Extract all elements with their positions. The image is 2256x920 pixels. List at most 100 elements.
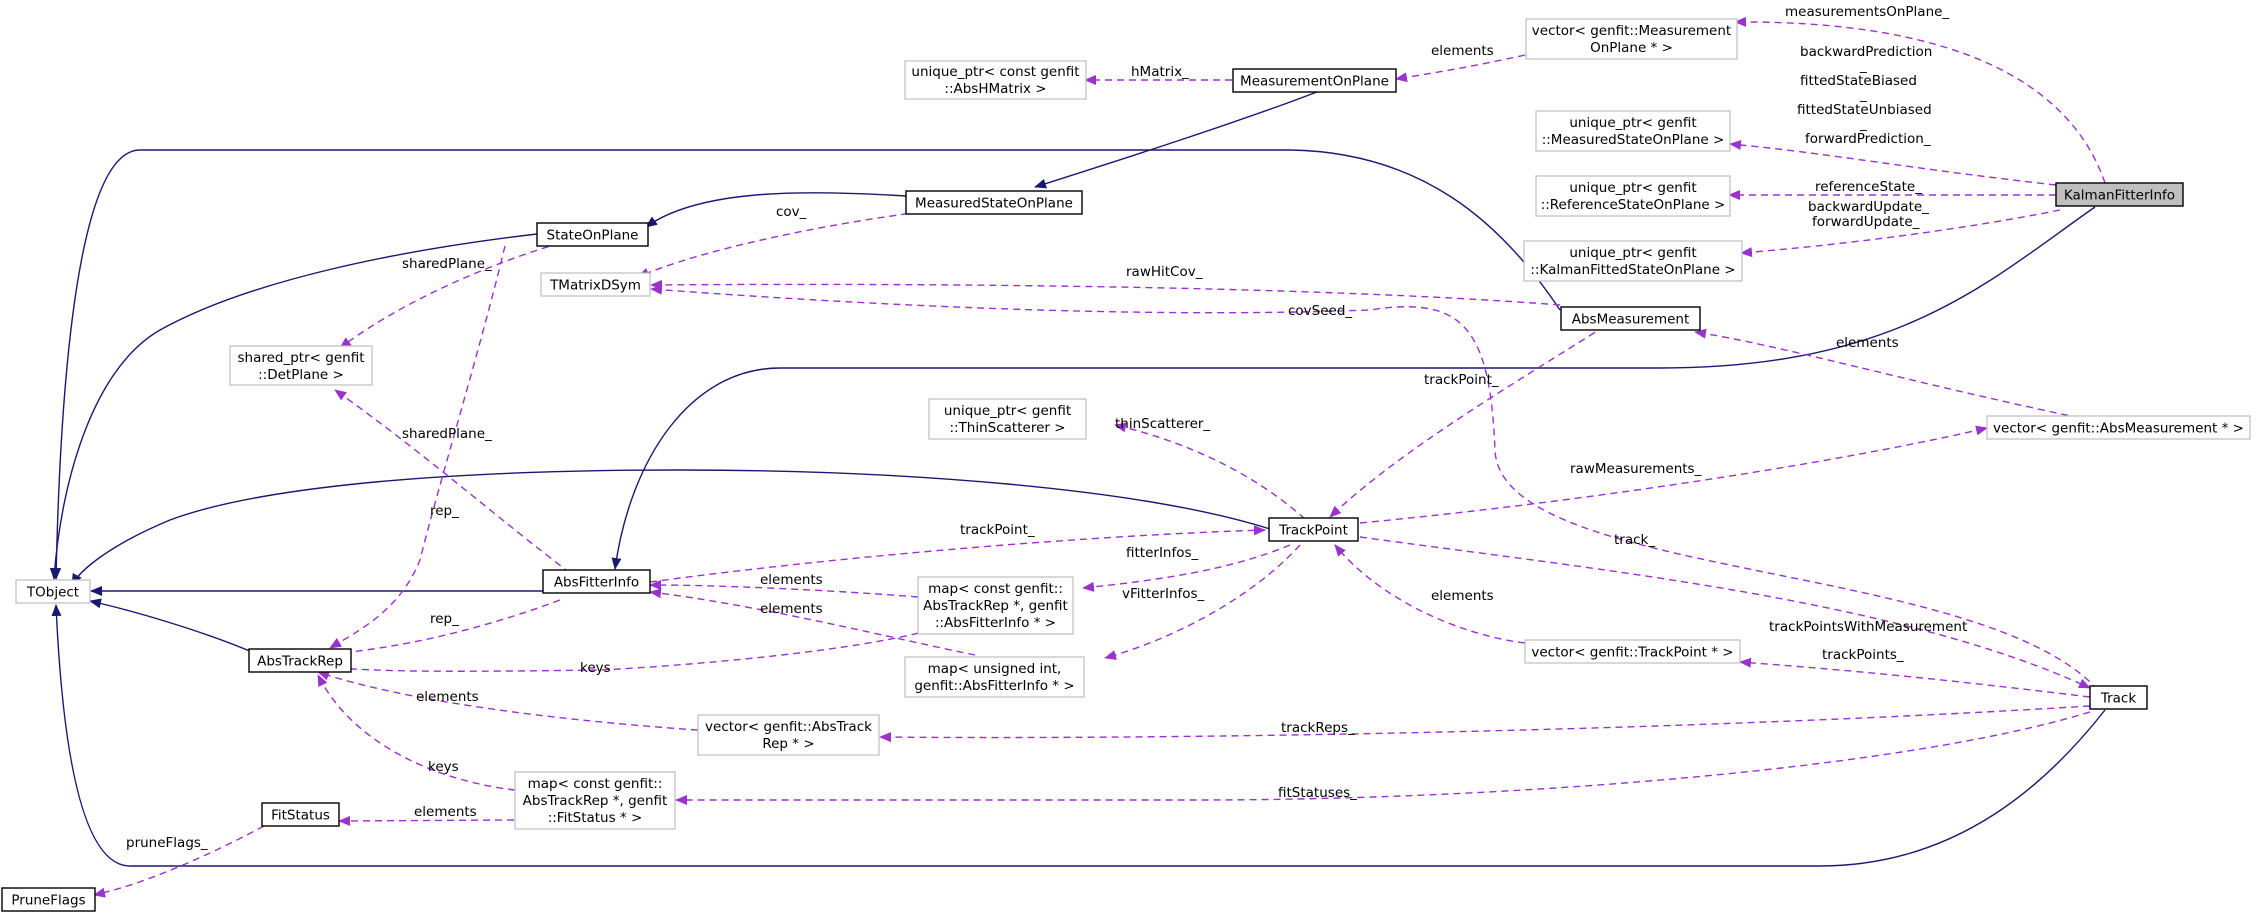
edge-use-vectrackpoint-to-track [1739, 657, 2091, 698]
node-vector-abstrackrep[interactable]: vector< genfit::AbsTrack Rep * > [697, 714, 880, 756]
node-label: vector< genfit::TrackPoint * > [1531, 645, 1733, 661]
edge-use-abstrackrep-to-vecabstrackrep [317, 670, 699, 731]
edge-label-trackpoint-absfitterinfo: trackPoint_ [960, 522, 1035, 538]
node-absmeasurement[interactable]: AbsMeasurement [1560, 306, 1701, 331]
node-vector-trackpoint[interactable]: vector< genfit::TrackPoint * > [1524, 639, 1741, 664]
node-vector-measurementonplane[interactable]: vector< genfit::Measurement OnPlane * > [1525, 18, 1738, 60]
edge-label-elements-trackrep: elements [416, 689, 479, 705]
node-trackpoint[interactable]: TrackPoint [1268, 517, 1359, 542]
edge-label-elements-fitstatus: elements [414, 804, 477, 820]
edge-use-mapfitstatus-to-track [675, 711, 2091, 805]
node-label-line-2: OnPlane * > [1590, 40, 1673, 56]
edge-use-uptrmeasstate-to-kalman [1729, 139, 2057, 186]
node-label-line-1: map< const genfit:: [528, 776, 663, 792]
edge-label-rep-absfitterinfo: rep_ [430, 611, 459, 627]
node-label: TrackPoint [1278, 523, 1348, 539]
node-label: MeasurementOnPlane [1240, 74, 1389, 90]
node-measurementonplane[interactable]: MeasurementOnPlane [1232, 68, 1397, 93]
edge-label-trackreps: trackReps_ [1281, 720, 1355, 736]
edge-use-pruneflags-to-fitstatus [93, 825, 265, 898]
node-label: FitStatus [271, 808, 330, 824]
node-vector-absmeasurement[interactable]: vector< genfit::AbsMeasurement * > [1986, 415, 2251, 440]
edge-use-abstrackrep-to-mapfitterinfos [327, 629, 931, 674]
node-label-line-1: vector< genfit::AbsTrack [705, 719, 872, 735]
edge-label-covseed: covSeed_ [1288, 303, 1352, 319]
node-unique-ptr-thinscatterer[interactable]: unique_ptr< genfit ::ThinScatterer > [928, 398, 1087, 440]
edge-use-vecabstrackrep-to-track [879, 705, 2091, 743]
edge-use-detplane-to-absfitterinfo [334, 389, 571, 574]
edges [49, 16, 2106, 898]
edge-labels: measurementsOnPlane_ elements hMatrix_ b… [126, 4, 1967, 851]
node-label: StateOnPlane [547, 228, 639, 244]
edge-use-trackpoint-to-absfitterinfo [649, 525, 1266, 583]
node-label-line-2: ::AbsHMatrix > [944, 81, 1046, 97]
node-label-line-2: ::MeasuredStateOnPlane > [1542, 132, 1725, 148]
edge-label-track: track_ [1614, 532, 1655, 548]
node-label-line-2: Rep * > [762, 736, 814, 752]
node-measuredstateonplane[interactable]: MeasuredStateOnPlane [905, 190, 1083, 215]
edge-inherit-kalman-to-absfitterinfo [611, 206, 2096, 570]
node-label: TObject [26, 585, 79, 601]
node-unique-ptr-measuredstateonplane[interactable]: unique_ptr< genfit ::MeasuredStateOnPlan… [1535, 110, 1731, 152]
edge-use-vecmeasonplane-to-measurementonplane [1395, 54, 1526, 83]
node-label-line-1: unique_ptr< genfit [1569, 180, 1696, 196]
edge-label-forwardprediction: forwardPrediction_ [1805, 131, 1931, 147]
node-shared-ptr-detplane[interactable]: shared_ptr< genfit ::DetPlane > [229, 345, 373, 386]
edge-label-underscore: _ [1859, 116, 1867, 132]
node-label: AbsTrackRep [257, 654, 343, 670]
edge-label-backwardprediction: backwardPrediction [1800, 44, 1932, 60]
node-label: vector< genfit::AbsMeasurement * > [1993, 421, 2244, 437]
node-abstrackrep[interactable]: AbsTrackRep [248, 648, 352, 673]
edge-use-abstrackrep-to-absfitterinfo [329, 599, 561, 659]
node-label-line-1: shared_ptr< genfit [238, 350, 365, 366]
node-map-uint-absfitterinfo[interactable]: map< unsigned int, genfit::AbsFitterInfo… [904, 656, 1085, 698]
edge-label-underscore: _ [1859, 87, 1867, 103]
node-kalmanfitterinfo[interactable]: KalmanFitterInfo [2055, 182, 2184, 207]
node-map-abstrackrep-fitstatus[interactable]: map< const genfit:: AbsTrackRep *, genfi… [514, 771, 676, 830]
edge-label-elements-absmeasurement: elements [1836, 335, 1899, 351]
edge-label-forwardupdate: forwardUpdate_ [1812, 214, 1920, 230]
node-map-abstrackrep-absfitterinfo[interactable]: map< const genfit:: AbsTrackRep *, genfi… [917, 576, 1074, 635]
edge-label-fittedstateunbiased: fittedStateUnbiased [1797, 102, 1932, 118]
edge-use-tmatrix-to-track [650, 284, 2099, 691]
node-tobject[interactable]: TObject [15, 579, 91, 604]
node-tmatrixdsym[interactable]: TMatrixDSym [540, 272, 651, 297]
edge-label-pruneflags: pruneFlags_ [126, 835, 208, 851]
node-unique-ptr-kalmanfittedstateonplane[interactable]: unique_ptr< genfit ::KalmanFittedStateOn… [1523, 240, 1743, 282]
node-label: AbsFitterInfo [554, 575, 639, 591]
edge-use-detplane-to-stateonplane [339, 242, 561, 349]
edge-label-measurementsonplane: measurementsOnPlane_ [1785, 4, 1949, 20]
node-unique-ptr-referencestateonplane[interactable]: unique_ptr< genfit ::ReferenceStateOnPla… [1535, 175, 1731, 217]
edge-label-rep-stateonplane: rep_ [430, 503, 459, 519]
node-label-line-1: unique_ptr< const genfit [911, 64, 1079, 80]
node-fitstatus[interactable]: FitStatus [261, 802, 340, 827]
node-track[interactable]: Track [2089, 685, 2148, 710]
edge-label-elements: elements [1431, 43, 1494, 59]
node-label-line-2: AbsTrackRep *, genfit [523, 793, 668, 809]
edge-use-uptrkalmanstate-to-kalman [1740, 209, 2061, 258]
node-label-line-2: ::KalmanFittedStateOnPlane > [1530, 262, 1735, 278]
edge-use-tmatrix-to-measuredstateonplane [637, 211, 921, 278]
edge-label-rawmeasurements: rawMeasurements_ [1570, 461, 1702, 477]
edge-use-abstrackrep-to-stateonplane [329, 245, 506, 649]
nodes: KalmanFitterInfo TObject MeasurementOnPl… [1, 18, 2251, 912]
edge-use-track-to-trackpoint [1359, 536, 2091, 689]
node-label-line-1: unique_ptr< genfit [1569, 245, 1696, 261]
node-label-line-2: genfit::AbsFitterInfo * > [914, 678, 1074, 694]
edge-label-elements-fitter-2: elements [760, 601, 823, 617]
edge-use-vecabsmeasurement-to-trackpoint [1359, 425, 1988, 524]
node-unique-ptr-abshmatrix[interactable]: unique_ptr< const genfit ::AbsHMatrix > [904, 60, 1087, 100]
edge-use-mapfitterinfos-to-trackpoint [1082, 544, 1291, 592]
edge-label-elements-fitter-1: elements [760, 572, 823, 588]
edge-inherit-absmeasurement-to-tobject [51, 149, 1561, 580]
edge-label-fitterinfos: fitterInfos_ [1126, 545, 1199, 561]
node-absfitterinfo[interactable]: AbsFitterInfo [542, 569, 651, 594]
node-pruneflags[interactable]: PruneFlags [1, 887, 96, 912]
edge-use-thinscatterer-to-trackpoint [1114, 422, 1306, 520]
edge-label-underscore: _ [1859, 58, 1867, 74]
node-stateonplane[interactable]: StateOnPlane [536, 222, 649, 247]
node-label-line-1: map< const genfit:: [928, 581, 1063, 597]
node-label-line-2: ::ThinScatterer > [949, 420, 1065, 436]
edge-label-sharedplane-bottom: sharedPlane_ [402, 426, 492, 442]
